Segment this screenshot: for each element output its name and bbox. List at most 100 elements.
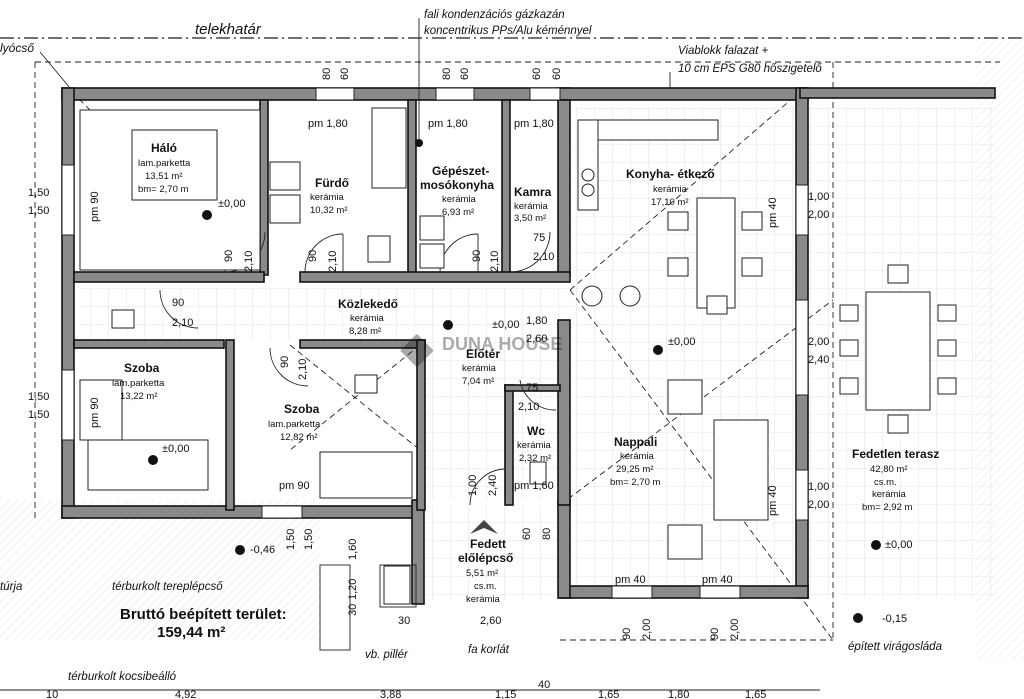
label-parking: térburkolt kocsibeálló <box>68 671 177 683</box>
svg-text:90: 90 <box>279 356 291 368</box>
svg-text:1,50: 1,50 <box>28 187 49 199</box>
room-terasz: Fedetlen terasz 42,80 m² cs.m. kerámia b… <box>852 447 939 513</box>
label-wall-1: Viablokk falazat + <box>678 45 769 57</box>
svg-text:3,88: 3,88 <box>380 689 401 699</box>
svg-text:pm 40: pm 40 <box>767 485 779 516</box>
svg-text:42,80 m²: 42,80 m² <box>870 464 908 475</box>
watermark: ◆ DUNA HOUSE <box>400 323 562 372</box>
svg-text:±0,00: ±0,00 <box>492 319 519 331</box>
room-szoba-1: Szoba lam.parketta 13,22 m² <box>112 361 165 402</box>
level-marker-icons <box>148 210 881 623</box>
svg-text:1,20: 1,20 <box>347 579 359 600</box>
room-wc: Wc kerámia 2,32 m² <box>517 424 552 464</box>
svg-text:mosókonyha: mosókonyha <box>420 178 494 192</box>
label-railing: fa korlát <box>468 644 510 656</box>
hatched-paving-left <box>0 500 320 640</box>
svg-text:±0,00: ±0,00 <box>885 539 912 551</box>
svg-text:2,60: 2,60 <box>480 615 501 627</box>
svg-text:10,32 m²: 10,32 m² <box>310 205 348 216</box>
svg-text:1,50: 1,50 <box>28 409 49 421</box>
label-left-edge: túrja <box>0 581 22 593</box>
windows <box>61 87 809 599</box>
svg-text:17,10 m²: 17,10 m² <box>651 197 689 208</box>
svg-text:13,22 m²: 13,22 m² <box>120 391 158 402</box>
svg-text:2,10: 2,10 <box>327 251 339 272</box>
svg-text:2,32 m²: 2,32 m² <box>519 453 551 464</box>
svg-text:Gépészet-: Gépészet- <box>432 164 489 178</box>
svg-text:bm= 2,92 m: bm= 2,92 m <box>862 502 913 513</box>
gate-frame <box>379 564 417 608</box>
svg-text:1,80: 1,80 <box>526 315 547 327</box>
svg-text:2,00: 2,00 <box>641 619 653 640</box>
svg-text:kerámia: kerámia <box>514 201 549 212</box>
svg-text:Fedett: Fedett <box>470 537 506 551</box>
interior-walls <box>73 99 571 511</box>
label-pillar: vb. pillér <box>365 649 409 661</box>
svg-text:7,04 m²: 7,04 m² <box>462 376 494 387</box>
svg-text:Előtér: Előtér <box>466 347 500 361</box>
svg-text:pm 90: pm 90 <box>89 191 101 222</box>
svg-text:12,82 m²: 12,82 m² <box>280 432 318 443</box>
room-halo: Háló lam.parketta 13,51 m² bm= 2,70 m <box>138 141 191 195</box>
svg-text:5,51 m²: 5,51 m² <box>466 568 498 579</box>
svg-text:kerámia: kerámia <box>872 489 907 500</box>
svg-text:1,65: 1,65 <box>745 689 766 699</box>
svg-text:lam.parketta: lam.parketta <box>268 419 321 430</box>
svg-text:30: 30 <box>347 604 359 616</box>
furniture <box>79 107 957 605</box>
label-gutter: folyócső <box>0 41 34 55</box>
svg-text:1,00: 1,00 <box>808 191 829 203</box>
bottom-dimension-labels: 10 4,92 3,88 1,15 40 1,65 1,80 1,65 <box>46 679 766 699</box>
svg-text:90: 90 <box>621 628 633 640</box>
svg-text:pm 1,80: pm 1,80 <box>428 118 468 130</box>
svg-text:2,10: 2,10 <box>172 317 193 329</box>
svg-text:Szoba: Szoba <box>284 402 320 416</box>
svg-text:1,00: 1,00 <box>467 475 479 496</box>
svg-text:pm 1,60: pm 1,60 <box>514 480 554 492</box>
svg-text:1,65: 1,65 <box>598 689 619 699</box>
parapet-labels: pm 1,80 pm 1,80 pm 1,80 pm 90 pm 1,60 pm… <box>89 118 779 586</box>
label-telekhatar: telekhatár <box>195 21 262 38</box>
label-boiler-2: koncentrikus PPs/Alu kéménnyel <box>424 25 592 37</box>
svg-text:pm 90: pm 90 <box>279 480 310 492</box>
svg-text:Háló: Háló <box>151 141 177 155</box>
svg-text:8,28 m²: 8,28 m² <box>349 326 381 337</box>
svg-text:kerámia: kerámia <box>442 194 477 205</box>
svg-text:pm 1,80: pm 1,80 <box>308 118 348 130</box>
svg-text:13,51 m²: 13,51 m² <box>145 171 183 182</box>
svg-text:2,00: 2,00 <box>808 499 829 511</box>
svg-text:90: 90 <box>223 250 235 262</box>
svg-text:kerámia: kerámia <box>462 363 497 374</box>
svg-text:60: 60 <box>339 68 351 80</box>
svg-text:90: 90 <box>471 250 483 262</box>
entry-arrow-icon <box>470 520 498 534</box>
watermark-symbol: ◆ <box>400 323 434 372</box>
room-szoba-2: Szoba lam.parketta 12,82 m² <box>268 402 321 443</box>
svg-text:2,40: 2,40 <box>487 475 499 496</box>
svg-text:2,00: 2,00 <box>808 336 829 348</box>
svg-text:1,50: 1,50 <box>303 529 315 550</box>
svg-text:cs.m.: cs.m. <box>474 581 497 592</box>
svg-text:Konyha- étkező: Konyha- étkező <box>626 167 715 181</box>
svg-text:előlépcső: előlépcső <box>458 551 513 565</box>
svg-text:90: 90 <box>172 297 184 309</box>
svg-text:pm 40: pm 40 <box>615 574 646 586</box>
svg-text:1,50: 1,50 <box>28 205 49 217</box>
svg-text:pm 40: pm 40 <box>767 197 779 228</box>
room-konyha: Konyha- étkező kerámia 17,10 m² <box>626 167 715 208</box>
svg-text:2,00: 2,00 <box>729 619 741 640</box>
svg-text:lam.parketta: lam.parketta <box>112 378 165 389</box>
level-labels: ±0,00 ±0,00 ±0,00 ±0,00 ±0,00 -0,46 -0,1… <box>162 198 912 625</box>
svg-text:2,10: 2,10 <box>297 359 309 380</box>
svg-text:3,50 m²: 3,50 m² <box>514 213 546 224</box>
svg-text:75: 75 <box>526 382 538 394</box>
svg-text:lam.parketta: lam.parketta <box>138 158 191 169</box>
svg-text:2,40: 2,40 <box>808 354 829 366</box>
svg-text:Fürdő: Fürdő <box>315 176 349 190</box>
svg-text:2,10: 2,10 <box>533 251 554 263</box>
gutter-leader <box>39 51 71 89</box>
svg-text:1,15: 1,15 <box>495 689 516 699</box>
room-elolepcso: Fedett előlépcső 5,51 m² cs.m. kerámia <box>458 537 513 605</box>
svg-text:bm= 2,70 m: bm= 2,70 m <box>138 184 189 195</box>
svg-text:2,10: 2,10 <box>243 251 255 272</box>
